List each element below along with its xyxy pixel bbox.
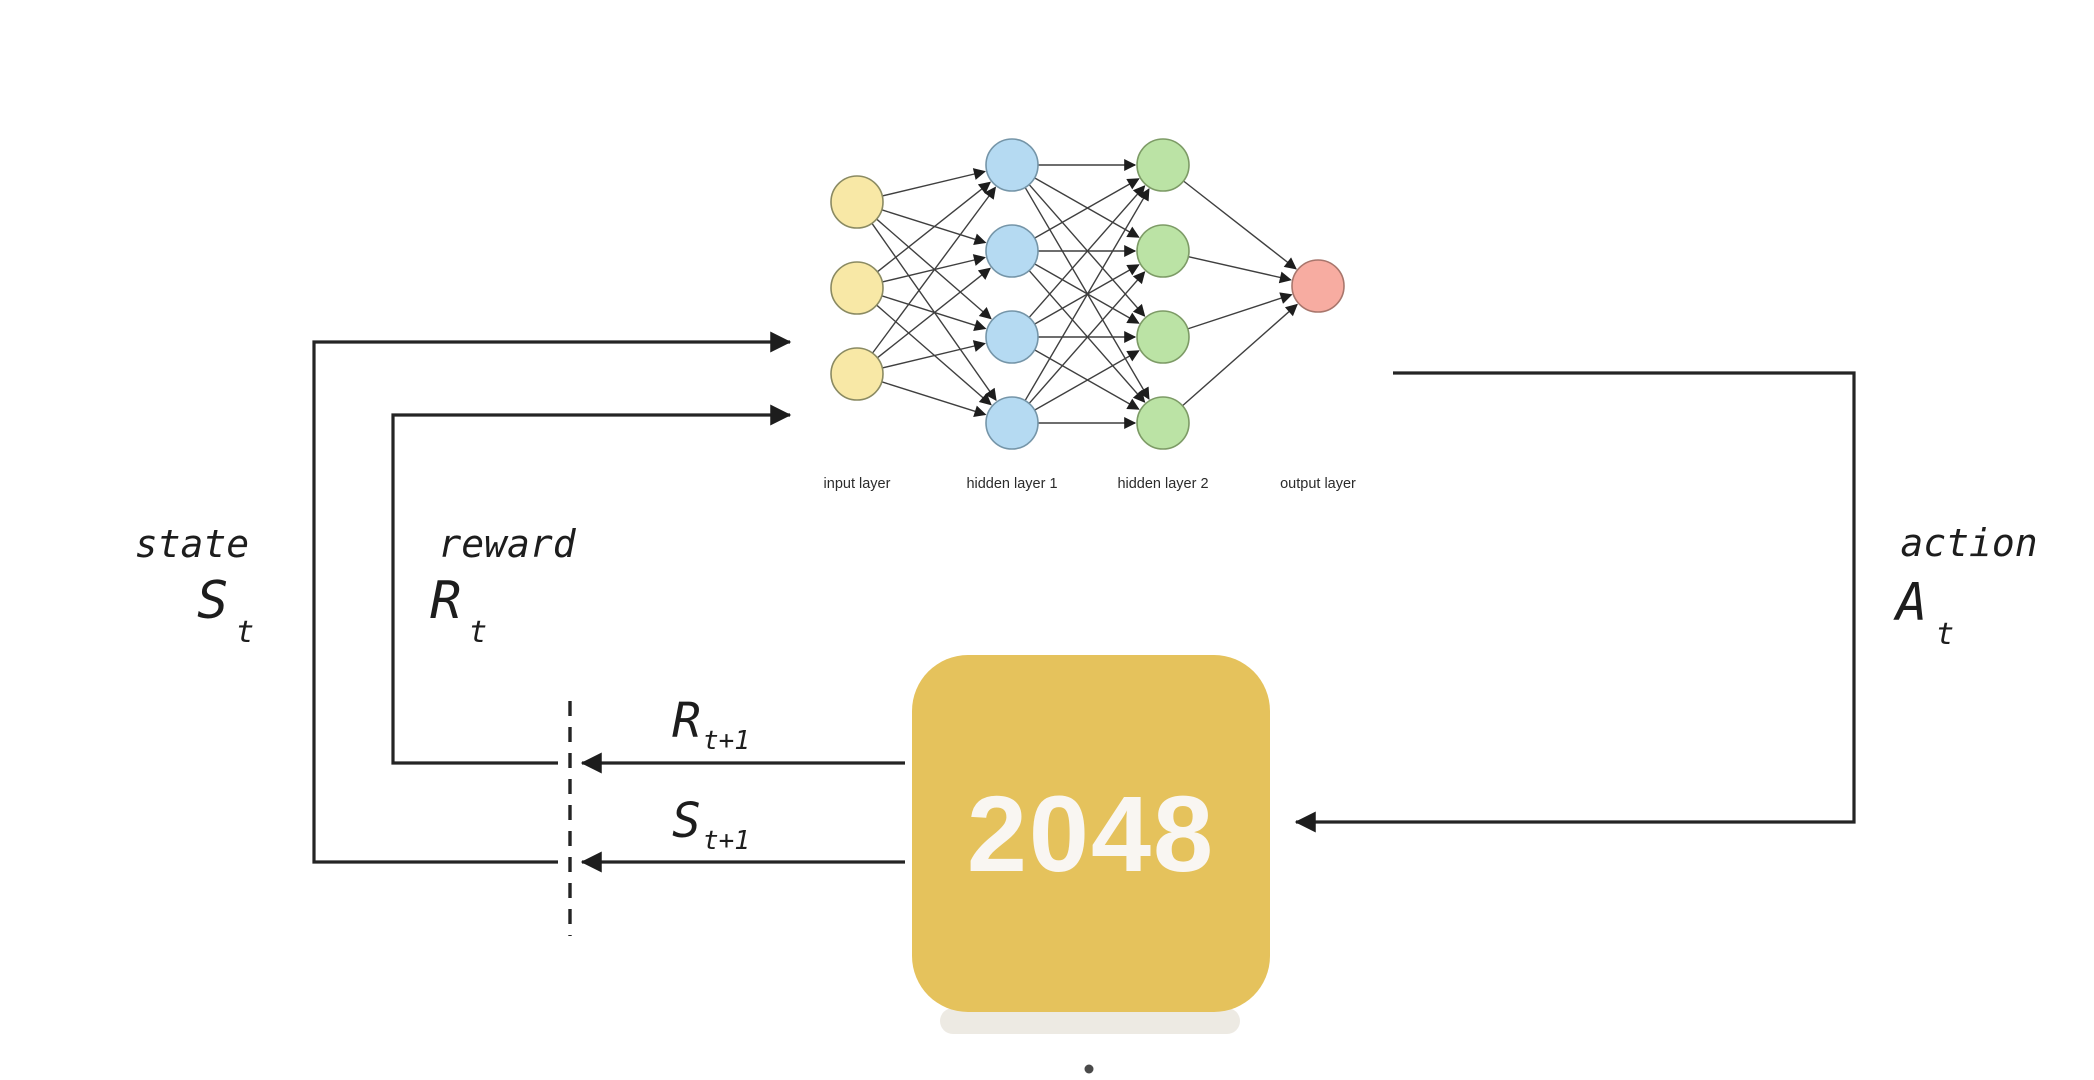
hidden-layer-1-label: hidden layer 1: [966, 476, 1057, 492]
network-edge: [876, 218, 992, 320]
state-word: state: [135, 522, 249, 566]
cropped-caption-mark: [1084, 1064, 1094, 1074]
environment-tile-label: 2048: [967, 773, 1215, 894]
hidden-layer-2-label: hidden layer 2: [1117, 476, 1208, 492]
network-node-1-1: [985, 224, 1039, 278]
reward-symbol-subscript: t: [469, 615, 487, 650]
network-edge: [876, 267, 992, 359]
network-node-0-0: [830, 175, 884, 229]
network-node-1-2: [985, 310, 1039, 364]
reward-loop-arrow: [391, 404, 792, 765]
network-node-1-0: [985, 138, 1039, 192]
network-edge: [881, 295, 987, 332]
reward-symbol: R: [430, 571, 461, 631]
reward-word: reward: [438, 522, 576, 566]
state-symbol: S: [197, 571, 228, 631]
environment-tile: [912, 655, 1270, 1012]
network-node-0-1: [830, 261, 884, 315]
next-state-subscript: t+1: [703, 826, 750, 856]
network-node-2-3: [1136, 396, 1190, 450]
network-edge: [1034, 349, 1140, 410]
network-edge: [882, 340, 986, 369]
network-edge: [1024, 188, 1150, 401]
tile-shadow: [940, 1008, 1240, 1034]
network-node-0-2: [830, 347, 884, 401]
network-edge: [871, 186, 997, 354]
network-edge: [1028, 185, 1146, 318]
network-edge: [1182, 303, 1298, 407]
network-edge: [1188, 256, 1292, 284]
network-edges: [871, 159, 1298, 429]
network-edge: [1034, 177, 1140, 238]
network-node-1-3: [985, 396, 1039, 450]
network-edge: [881, 381, 987, 418]
network-node-3-0: [1291, 259, 1345, 313]
state-loop-arrow: [312, 331, 792, 864]
network-edge: [1028, 271, 1146, 404]
input-layer-label: input layer: [824, 476, 891, 492]
action-word: action: [1900, 521, 2037, 565]
network-edge: [876, 181, 992, 273]
network-edge: [1028, 270, 1146, 403]
output-layer-label: output layer: [1280, 476, 1356, 492]
network-edge: [876, 304, 992, 406]
network-node-2-0: [1136, 138, 1190, 192]
network-edge: [1187, 292, 1293, 330]
action-symbol-subscript: t: [1936, 617, 1954, 652]
action-loop-arrow: [1294, 371, 1856, 833]
action-symbol: A: [1893, 573, 1927, 633]
network-edge: [1034, 178, 1140, 239]
network-nodes: [830, 138, 1345, 450]
network-edge: [1034, 263, 1140, 324]
next-reward-symbol: R: [672, 693, 701, 749]
network-node-2-2: [1136, 310, 1190, 364]
network-edge: [1034, 350, 1140, 411]
network-edge: [881, 209, 987, 246]
network-node-2-1: [1136, 224, 1190, 278]
next-state-symbol: S: [672, 793, 701, 849]
state-symbol-subscript: t: [236, 615, 254, 650]
network-edge: [1183, 180, 1297, 270]
network-edge: [882, 168, 986, 197]
next-reward-subscript: t+1: [703, 726, 750, 756]
